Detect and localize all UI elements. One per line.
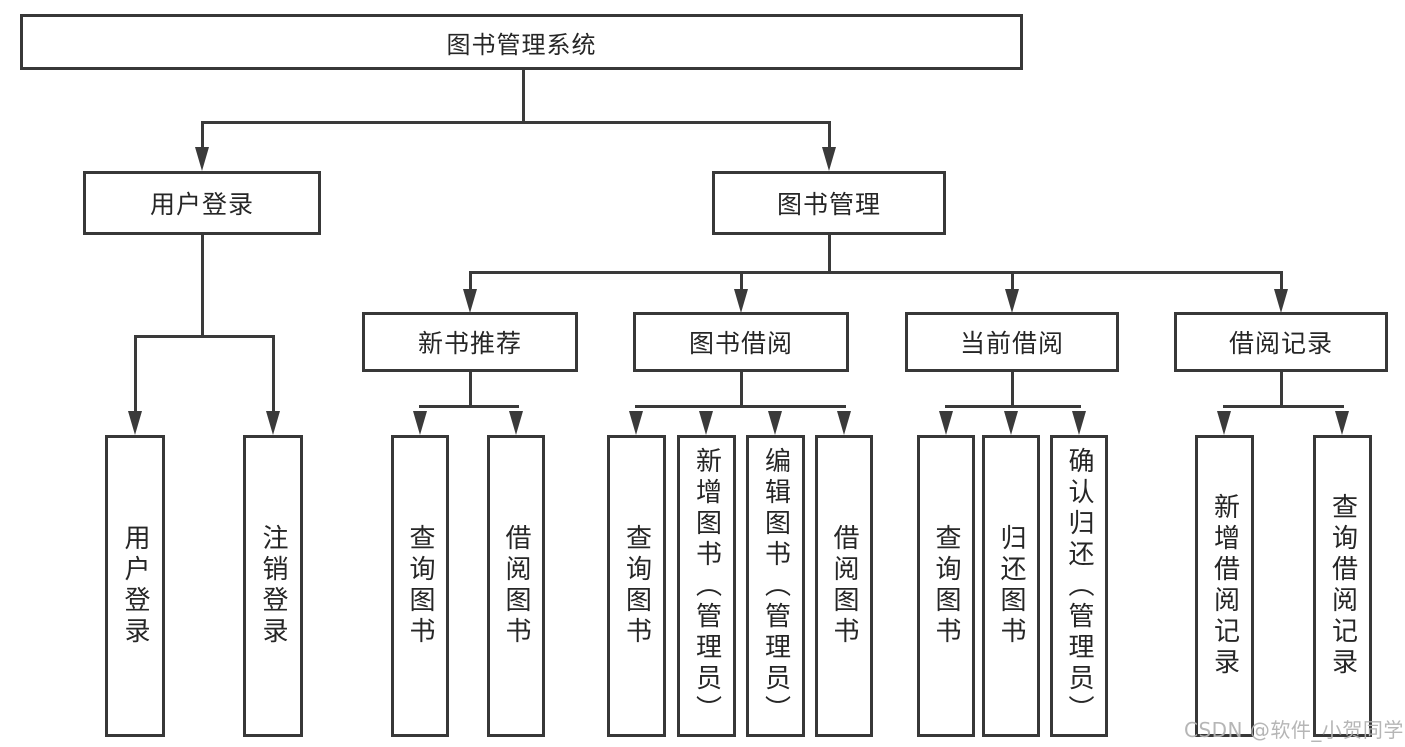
connector-line (469, 271, 472, 291)
leaf-return-books: 归还图书 (982, 435, 1040, 737)
node-label: 查询图书 (405, 524, 435, 648)
arrowhead-icon (1217, 411, 1231, 435)
node-label: 借阅图书 (829, 524, 859, 648)
connector-line (1280, 271, 1283, 291)
node-label: 用户登录 (149, 190, 254, 219)
arrowhead-icon (463, 289, 477, 313)
connector-line (828, 121, 831, 150)
connector-line (469, 372, 472, 408)
node-book-borrow: 图书借阅 (633, 312, 849, 372)
node-user-login: 用户登录 (83, 171, 321, 235)
arrowhead-icon (266, 411, 280, 435)
connector-line (635, 405, 846, 408)
arrowhead-icon (413, 411, 427, 435)
csdn-watermark: CSDN @软件_小贺同学 (1184, 718, 1404, 742)
arrowhead-icon (768, 411, 782, 435)
connector-line (272, 335, 275, 413)
leaf-query-books: 查询图书 (607, 435, 666, 737)
node-new-book-recommend: 新书推荐 (362, 312, 578, 372)
node-library-system: 图书管理系统 (20, 14, 1023, 70)
leaf-add-books-admin: 新增图书（管理员） (677, 435, 736, 737)
node-label: 新增图书（管理员） (691, 446, 722, 726)
arrowhead-icon (1274, 289, 1288, 313)
leaf-query-books: 查询图书 (391, 435, 449, 737)
arrowhead-icon (822, 147, 836, 171)
arrowhead-icon (1005, 289, 1019, 313)
arrowhead-icon (509, 411, 523, 435)
connector-line (201, 121, 204, 150)
leaf-query-books: 查询图书 (917, 435, 975, 737)
connector-line (134, 335, 137, 413)
arrowhead-icon (699, 411, 713, 435)
node-borrow-records: 借阅记录 (1174, 312, 1388, 372)
arrowhead-icon (195, 147, 209, 171)
node-label: 注销登录 (258, 524, 288, 648)
connector-line (828, 234, 831, 274)
node-label: 归还图书 (996, 524, 1026, 648)
leaf-edit-books-admin: 编辑图书（管理员） (746, 435, 805, 737)
arrowhead-icon (1335, 411, 1349, 435)
arrowhead-icon (1072, 411, 1086, 435)
node-label: 新增借阅记录 (1209, 493, 1240, 679)
node-label: 图书管理系统 (446, 30, 597, 59)
node-current-borrow: 当前借阅 (905, 312, 1119, 372)
arrowhead-icon (128, 411, 142, 435)
leaf-borrow-books: 借阅图书 (815, 435, 873, 737)
connector-line (419, 405, 519, 408)
leaf-logout: 注销登录 (243, 435, 303, 737)
node-label: 查询借阅记录 (1327, 493, 1358, 679)
node-label: 编辑图书（管理员） (760, 446, 791, 726)
leaf-borrow-books: 借阅图书 (487, 435, 545, 737)
leaf-user-login: 用户登录 (105, 435, 165, 737)
connector-line (740, 372, 743, 408)
arrowhead-icon (629, 411, 643, 435)
connector-line (201, 234, 204, 337)
connector-line (1223, 405, 1344, 408)
arrowhead-icon (734, 289, 748, 313)
node-label: 借阅图书 (501, 524, 531, 648)
connector-line (134, 335, 275, 338)
connector-line (201, 121, 831, 124)
connector-line (1011, 271, 1014, 291)
node-label: 查询图书 (621, 524, 652, 648)
node-label: 借阅记录 (1228, 329, 1333, 358)
connector-line (740, 271, 743, 291)
leaf-add-borrow-record: 新增借阅记录 (1195, 435, 1254, 737)
node-label: 当前借阅 (959, 329, 1064, 358)
arrowhead-icon (1004, 411, 1018, 435)
leaf-query-borrow-record: 查询借阅记录 (1313, 435, 1372, 737)
node-label: 图书管理 (776, 190, 881, 219)
node-label: 新书推荐 (417, 329, 522, 358)
connector-line (945, 405, 1081, 408)
node-label: 确认归还（管理员） (1064, 446, 1094, 726)
leaf-confirm-return-admin: 确认归还（管理员） (1050, 435, 1108, 737)
arrowhead-icon (939, 411, 953, 435)
node-label: 用户登录 (120, 524, 150, 648)
node-book-management: 图书管理 (712, 171, 946, 235)
connector-line (469, 271, 1283, 274)
node-label: 图书借阅 (688, 329, 793, 358)
connector-line (1280, 372, 1283, 408)
connector-line (1011, 372, 1014, 408)
arrowhead-icon (837, 411, 851, 435)
node-label: 查询图书 (931, 524, 961, 648)
connector-line (522, 70, 525, 123)
